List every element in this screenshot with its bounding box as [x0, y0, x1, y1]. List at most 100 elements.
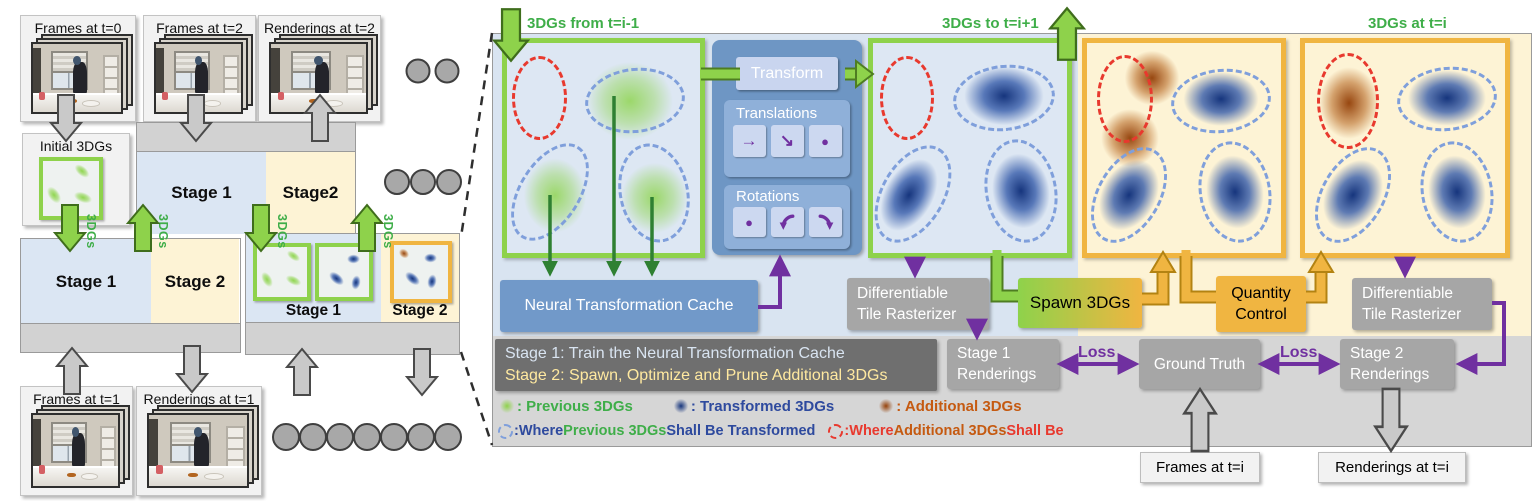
gaussian-blob-blue — [323, 266, 350, 291]
kitchen-photo — [31, 42, 123, 114]
blue-gaussian-icon — [671, 397, 690, 415]
gaussian-blob-green — [256, 267, 278, 292]
translate-right-icon: → — [732, 125, 766, 157]
frames-t2-box: Frames at t=2 — [143, 15, 256, 122]
rasterizer1-line2: Tile Rasterizer — [857, 306, 957, 323]
group2-orange-thumbnail — [390, 241, 452, 303]
gaussian-blob-blue — [951, 57, 1057, 135]
legend-where2-where: Where — [849, 423, 894, 439]
initial-3dgs-label: Initial 3DGs — [39, 138, 113, 154]
ground-truth-box: Ground Truth — [1139, 339, 1260, 389]
gaussian-blob-green — [281, 271, 306, 290]
green-gaussian-icon — [498, 397, 516, 415]
rasterizer2-line2: Tile Rasterizer — [1362, 306, 1462, 323]
legend-transformed: : Transformed 3DGs — [690, 397, 835, 415]
transform-tile: Transform — [736, 57, 838, 90]
legend-where1-where: Where — [518, 423, 564, 439]
spawn-label: Spawn 3DGs — [1029, 293, 1131, 312]
neural-transformation-cache-box: Neural Transformation Cache — [500, 280, 758, 332]
frames-t1-box: Frames at t=1 — [20, 386, 133, 496]
previous-3dgs-box — [495, 38, 705, 258]
frames-t0-box: Frames at t=0 — [20, 15, 136, 122]
mid-stage2-label: Stage2 — [282, 183, 339, 202]
group2-stage1-label: Stage 1 — [285, 302, 342, 319]
rotate-ccw-icon — [770, 207, 804, 237]
mid-stage1-label: Stage 1 — [171, 183, 232, 202]
renderings-t2-label: Renderings at t=2 — [264, 20, 375, 36]
gaussian-blob-green — [69, 159, 95, 183]
group2-stage-box: Stage 1 Stage 2 — [244, 233, 460, 355]
mid-stage-header — [135, 121, 356, 152]
bottom-stage-footer — [19, 323, 241, 353]
gaussian-blob-orange — [395, 244, 413, 263]
gaussian-blob-green — [515, 148, 595, 243]
gaussian-blob-blue — [1171, 63, 1271, 135]
quantity-control-box: Quantity Control — [1216, 276, 1306, 332]
stage2-renderings-line2: Renderings — [1350, 366, 1430, 383]
stage1-renderings-line1: Stage 1 — [957, 345, 1011, 362]
transform-label: Transform — [750, 64, 824, 82]
loss-label-left: Loss — [1078, 344, 1116, 361]
gaussian-blob-blue — [422, 252, 439, 264]
orange-gaussian-icon — [877, 397, 896, 415]
group2-stage2-label: Stage 2 — [392, 302, 448, 319]
rotations-label: Rotations — [736, 188, 800, 205]
bottom-stage2-cell: Stage 2 — [151, 239, 239, 324]
rasterizer2-line1: Differentiable — [1362, 285, 1454, 302]
legend-where2-additional: Additional 3DGs — [893, 423, 1007, 439]
stage2-note: Stage 2: Spawn, Optimize and Prune Addit… — [505, 367, 888, 384]
rotations-subpanel: Rotations ● — [724, 185, 850, 249]
ground-truth-label: Ground Truth — [1153, 355, 1246, 373]
photo-stack — [31, 34, 133, 114]
stage1-renderings-box: Stage 1 Renderings — [947, 339, 1059, 389]
dgs-arrow-label: 3DGs — [156, 214, 170, 249]
stage-notes-box: Stage 1: Train the Neural Transformation… — [495, 339, 937, 391]
group2-green-thumbnail — [253, 243, 311, 301]
spawn-3dgs-box: Spawn 3DGs — [1018, 278, 1142, 328]
bottom-stage-box: Stage 1 Stage 2 — [19, 238, 241, 353]
zoom-funnel-lines — [459, 32, 494, 446]
renderings-t1-label: Renderings at t=1 — [143, 391, 255, 407]
blue-dashed-ellipse-icon — [498, 423, 513, 439]
initial-3dgs-thumbnail — [39, 157, 103, 220]
final-3dgs-box — [1296, 38, 1510, 258]
header-3dgs-from: 3DGs from t=i-1 — [527, 15, 640, 32]
transform-panel: Transform Translations → ↘ ● Rotations ● — [712, 40, 862, 255]
dgs-arrow-label: 3DGs — [275, 214, 289, 249]
ntc-label: Neural Transformation Cache — [524, 297, 734, 314]
quantity-line1: Quantity — [1231, 285, 1291, 302]
renderings-t2-box: Renderings at t=2 — [258, 15, 381, 122]
bottom-stage1-label: Stage 1 — [55, 271, 117, 291]
spawned-3dgs-box — [1072, 38, 1286, 258]
red-target-ellipse — [880, 56, 934, 140]
rotate-none-icon: ● — [732, 207, 766, 237]
frames-t0-label: Frames at t=0 — [34, 20, 122, 36]
stage2-renderings-box: Stage 2 Renderings — [1340, 339, 1454, 389]
initial-3dgs-box: Initial 3DGs — [22, 133, 130, 226]
legend-additional: : Additional 3DGs — [896, 397, 1022, 415]
blue-target-ellipse — [1412, 135, 1502, 249]
tile-rasterizer2-box: Differentiable Tile Rasterizer — [1352, 278, 1492, 330]
stage1-note: Stage 1: Train the Neural Transformation… — [505, 345, 845, 362]
gaussian-blob-blue — [399, 266, 426, 291]
gaussian-blob-green — [575, 51, 685, 151]
legend-where1-colon: : — [514, 423, 519, 439]
dgs-arrow-label: 3DGs — [381, 214, 395, 249]
frames-t2-label: Frames at t=2 — [156, 20, 243, 36]
frames-ti-box: Frames at t=i — [1140, 452, 1260, 483]
loss-label-right: Loss — [1280, 344, 1318, 361]
legend-previous: : Previous 3DGs — [517, 397, 633, 415]
renderings-t1-box: Renderings at t=1 — [136, 386, 262, 496]
rotate-cw-icon — [808, 207, 842, 237]
kitchen-photo — [269, 42, 368, 114]
frames-ti-label: Frames at t=i — [1156, 459, 1244, 476]
mid-stage2-cell: Stage2 — [266, 152, 355, 234]
quantity-line2: Control — [1235, 306, 1287, 323]
kitchen-photo — [31, 413, 120, 488]
gaussian-blob-green — [41, 181, 67, 209]
blue-target-ellipse — [976, 133, 1066, 249]
translate-diagonal-icon: ↘ — [770, 125, 804, 157]
red-target-ellipse — [512, 56, 567, 140]
rasterizer1-line1: Differentiable — [857, 285, 949, 302]
